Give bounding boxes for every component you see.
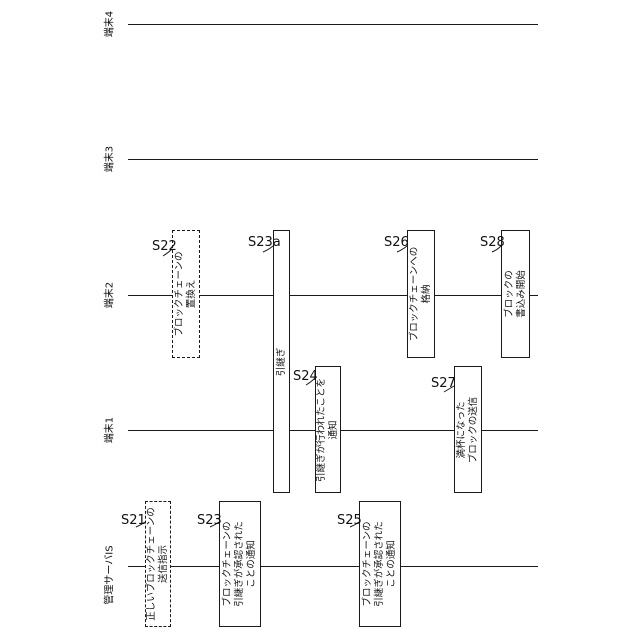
step-s25-line-3: ことの通知 (386, 521, 398, 607)
step-s26-box: ブロックチェーンへの 格納 (407, 230, 435, 358)
step-s23a-box: 引継ぎ (273, 230, 290, 493)
step-s25-box: ブロックチェーンの 引継ぎが承認された ことの通知 (359, 501, 401, 627)
step-s25-line-1: ブロックチェーンの (362, 521, 374, 607)
step-s24-box: 引継ぎが行われたことを 通知 (315, 366, 341, 493)
step-s21-box: 正しいブロックチェーンの 送信指示 (145, 501, 171, 627)
step-s28-label: S28 (480, 236, 505, 250)
step-s26-line-2: 格納 (421, 247, 433, 342)
step-s27-line-1: 満杯になった (456, 396, 468, 463)
step-s23-line-2: 引継ぎが承認された (234, 521, 246, 607)
step-s23-line-3: ことの通知 (246, 521, 258, 607)
step-s22-line-1: ブロックチェーンの (174, 251, 186, 336)
step-s24-label: S24 (293, 370, 318, 384)
step-s25-line-2: 引継ぎが承認された (374, 521, 386, 607)
step-s21-label: S21 (121, 514, 146, 528)
step-s26-label: S26 (384, 236, 409, 250)
step-s23-line-1: ブロックチェーンの (222, 521, 234, 607)
step-s28-line-2: 書込み開始 (516, 270, 528, 318)
step-s23-box: ブロックチェーンの 引継ぎが承認された ことの通知 (219, 501, 261, 627)
step-s22-line-2: 置換え (186, 251, 198, 336)
step-s23a-line-1: 引継ぎ (276, 347, 288, 376)
step-s27-box: 満杯になった ブロックの送信 (454, 366, 482, 493)
step-s28-line-1: ブロックの (504, 270, 516, 318)
step-s23-label: S23 (197, 514, 222, 528)
step-s27-line-2: ブロックの送信 (468, 396, 480, 463)
step-s23a-label: S23a (248, 236, 281, 250)
step-s22-label: S22 (152, 240, 177, 254)
step-s28-box: ブロックの 書込み開始 (501, 230, 530, 358)
step-s21-line-2: 送信指示 (158, 507, 170, 621)
step-s24-line-1: 引継ぎが行われたことを (316, 377, 328, 481)
step-s25-label: S25 (337, 514, 362, 528)
step-s24-line-2: 通知 (328, 377, 340, 481)
step-s27-label: S27 (431, 377, 456, 391)
step-s21-line-1: 正しいブロックチェーンの (146, 507, 158, 621)
step-s26-line-1: ブロックチェーンへの (409, 247, 421, 342)
